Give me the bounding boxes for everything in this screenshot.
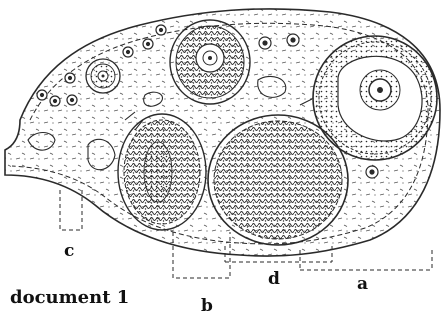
label-a: a bbox=[357, 276, 368, 293]
follicle-b bbox=[118, 114, 206, 230]
label-d: d bbox=[268, 271, 280, 288]
mature-follicle bbox=[313, 36, 437, 160]
corpus-luteum-d bbox=[208, 115, 348, 245]
primary-follicle bbox=[86, 59, 120, 93]
secondary-follicle bbox=[170, 20, 250, 104]
document-title: document 1 bbox=[10, 289, 129, 307]
label-c: c bbox=[64, 243, 74, 260]
label-b: b bbox=[201, 298, 213, 315]
